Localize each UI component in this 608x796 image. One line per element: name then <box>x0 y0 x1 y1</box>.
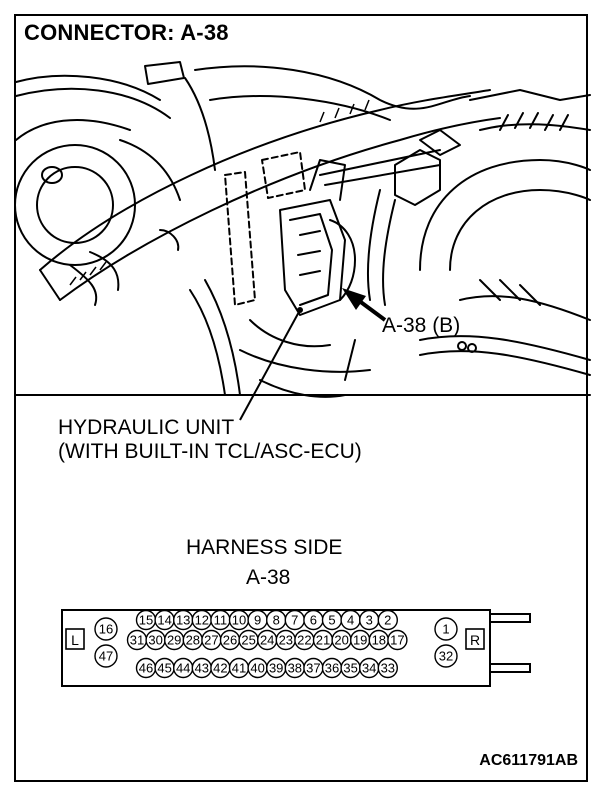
pin-label-17: 17 <box>390 633 404 648</box>
pin-label-24: 24 <box>260 633 274 648</box>
pin-label-9: 9 <box>254 613 261 628</box>
pin-label-44: 44 <box>176 661 190 676</box>
pin-circle <box>434 644 458 668</box>
pin-label-18: 18 <box>372 633 386 648</box>
pin-label-13: 13 <box>176 613 190 628</box>
pin-circle <box>94 617 118 641</box>
unit-leader-line <box>239 309 301 421</box>
pin-label-22: 22 <box>297 633 311 648</box>
pin-label-36: 36 <box>325 661 339 676</box>
pin-label-1: 1 <box>442 622 449 637</box>
pin-label-12: 12 <box>195 613 209 628</box>
connector-callout-label: A-38 (B) <box>382 314 461 337</box>
pin-label-10: 10 <box>232 613 246 628</box>
pin-label-15: 15 <box>139 613 153 628</box>
pin-label-28: 28 <box>186 633 200 648</box>
pin-circle <box>94 644 118 668</box>
pin-label-19: 19 <box>353 633 367 648</box>
pin-label-29: 29 <box>167 633 181 648</box>
pin-label-47: 47 <box>99 649 113 664</box>
pin-label-32: 32 <box>439 649 453 664</box>
diagram-title: CONNECTOR: A-38 <box>24 20 229 45</box>
pin-circle <box>377 609 398 631</box>
pin-label-16: 16 <box>99 622 113 637</box>
pin-label-35: 35 <box>343 661 357 676</box>
pin-label-41: 41 <box>232 661 246 676</box>
pin-label-7: 7 <box>291 613 298 628</box>
pin-label-33: 33 <box>381 661 395 676</box>
pin-label-42: 42 <box>213 661 227 676</box>
pin-label-5: 5 <box>328 613 335 628</box>
pin-label-11: 11 <box>214 613 228 628</box>
pin-label-20: 20 <box>334 633 348 648</box>
pin-label-6: 6 <box>310 613 317 628</box>
pin-label-39: 39 <box>269 661 283 676</box>
pin-label-30: 30 <box>148 633 162 648</box>
pin-label-8: 8 <box>273 613 280 628</box>
pin-label-14: 14 <box>157 613 171 628</box>
connector-name-label: A-38 <box>246 566 291 589</box>
side-left-label: L <box>71 632 79 648</box>
pin-label-2: 2 <box>384 613 391 628</box>
diagram-frame <box>14 14 588 782</box>
pin-label-37: 37 <box>306 661 320 676</box>
pin-label-43: 43 <box>195 661 209 676</box>
pin-circle <box>387 629 408 651</box>
pin-label-45: 45 <box>157 661 171 676</box>
pin-label-21: 21 <box>316 633 330 648</box>
pin-label-27: 27 <box>204 633 218 648</box>
pin-label-34: 34 <box>362 661 376 676</box>
hydraulic-unit-label: HYDRAULIC UNIT <box>58 416 235 439</box>
pin-label-25: 25 <box>241 633 255 648</box>
pin-label-3: 3 <box>366 613 373 628</box>
pin-label-38: 38 <box>288 661 302 676</box>
pin-label-23: 23 <box>279 633 293 648</box>
side-right-label: R <box>470 632 480 648</box>
pin-label-46: 46 <box>139 661 153 676</box>
connector-arrow <box>356 298 387 322</box>
pin-circle <box>377 657 398 679</box>
pin-label-31: 31 <box>130 633 144 648</box>
hydraulic-unit-sublabel: (WITH BUILT-IN TCL/ASC-ECU) <box>58 440 362 463</box>
pin-label-4: 4 <box>347 613 354 628</box>
harness-side-label: HARNESS SIDE <box>186 536 343 559</box>
pin-circle <box>434 617 458 641</box>
pin-label-40: 40 <box>250 661 264 676</box>
pin-label-26: 26 <box>223 633 237 648</box>
figure-code: AC611791AB <box>479 752 578 769</box>
